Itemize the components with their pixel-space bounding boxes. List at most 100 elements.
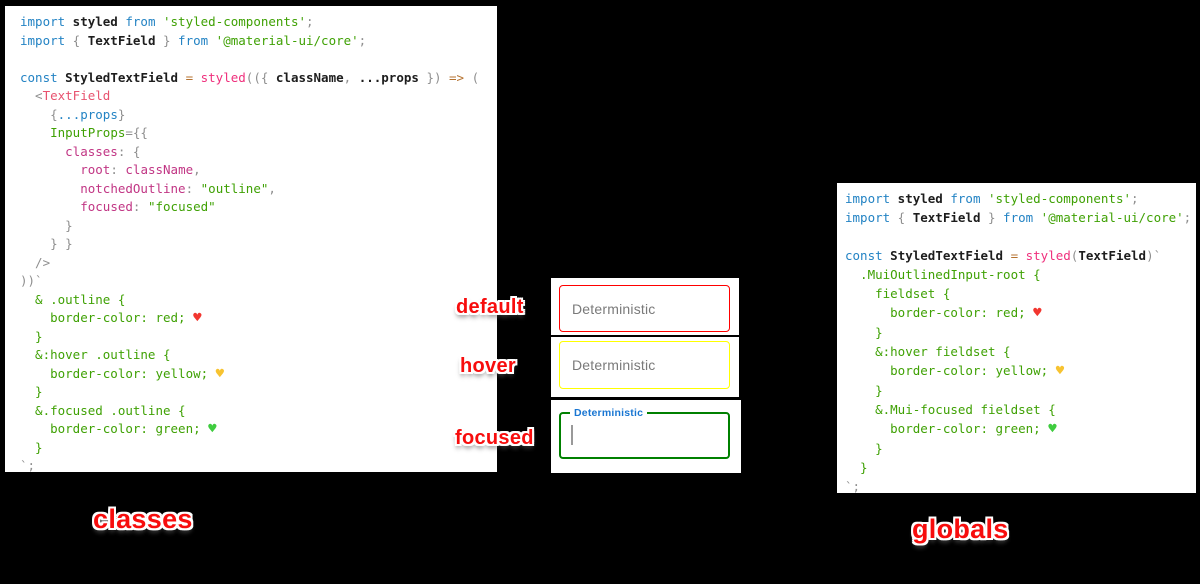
textfield-focused[interactable]: Deterministic	[559, 406, 730, 459]
code-token: `;	[20, 458, 36, 472]
code-token: }	[845, 383, 883, 398]
code-line: root: className,	[20, 161, 497, 180]
code-token: border-color: yellow;	[845, 363, 1056, 378]
code-line: }	[20, 328, 497, 347]
code-token: StyledTextField	[882, 248, 1011, 263]
textfield-card-hover: Deterministic	[551, 337, 739, 397]
code-token	[20, 199, 80, 214]
text-cursor	[571, 425, 573, 445]
code-line: }	[845, 458, 1196, 477]
code-token: root	[80, 162, 111, 177]
code-line: border-color: green; ♥	[845, 419, 1196, 439]
code-token: styled	[890, 191, 951, 206]
code-token: :	[110, 162, 126, 177]
code-token: `;	[845, 479, 861, 493]
code-token: :	[132, 199, 148, 214]
code-token: }	[117, 106, 126, 122]
textfield-focused-label: Deterministic	[570, 406, 648, 420]
code-token: ;	[1131, 191, 1139, 206]
code-line: const StyledTextField = styled(TextField…	[845, 246, 1196, 265]
textfield-hover[interactable]: Deterministic	[559, 341, 730, 389]
code-line: }	[20, 217, 497, 236]
code-token: from	[125, 14, 156, 29]
textfield-default[interactable]: Deterministic	[559, 285, 730, 332]
code-token: InputProps	[50, 125, 126, 140]
annotation-focused: focused	[455, 427, 534, 449]
code-line: notchedOutline: "outline",	[20, 180, 497, 199]
annotation-hover: hover	[460, 355, 516, 377]
code-token: .MuiOutlinedInput-root {	[845, 267, 1041, 282]
code-token: const	[845, 248, 883, 263]
code-line: & .outline {	[20, 291, 497, 310]
code-token: focused	[80, 199, 133, 214]
code-token: ,	[193, 162, 201, 177]
code-token: &.Mui-focused fieldset {	[845, 402, 1056, 417]
code-token: border-color: red;	[845, 305, 1034, 320]
caption-globals: globals	[912, 514, 1009, 544]
code-token: ))`	[20, 273, 43, 288]
code-token: ;	[306, 14, 314, 29]
code-line: }	[845, 323, 1196, 342]
code-token: styled	[65, 14, 126, 29]
code-token	[20, 181, 80, 196]
code-line: classes: {	[20, 143, 497, 162]
code-token: =>	[449, 69, 465, 85]
code-token: TextField	[912, 210, 981, 225]
code-token: : {	[117, 143, 141, 159]
code-line: border-color: yellow; ♥	[845, 361, 1196, 381]
code-token: 'styled-components'	[155, 14, 306, 29]
code-line: } }	[20, 235, 497, 254]
code-token: }	[980, 210, 1004, 225]
code-token: =	[1010, 248, 1019, 263]
code-token: ...props	[57, 106, 118, 122]
code-token: import	[20, 32, 66, 48]
code-token: import	[20, 14, 66, 29]
code-line	[20, 50, 497, 69]
green-heart-icon: ♥	[208, 421, 217, 437]
code-line: <TextField	[20, 87, 497, 106]
code-token: }	[20, 439, 43, 455]
code-token: classes	[65, 143, 118, 159]
code-token: {	[20, 106, 58, 122]
code-line: const StyledTextField = styled(({ classN…	[20, 69, 497, 88]
code-line: import styled from 'styled-components';	[20, 13, 497, 32]
code-token	[20, 125, 50, 140]
code-token: }	[845, 460, 868, 475]
code-token: border-color: green;	[20, 421, 209, 436]
code-line: .MuiOutlinedInput-root {	[845, 265, 1196, 284]
code-token: }	[20, 328, 43, 344]
code-token: &.focused .outline {	[20, 402, 186, 418]
code-line: import styled from 'styled-components';	[845, 189, 1196, 208]
code-line: border-color: red; ♥	[20, 309, 497, 328]
yellow-heart-icon: ♥	[1055, 363, 1065, 379]
code-token: fieldset {	[845, 286, 951, 301]
yellow-heart-icon: ♥	[215, 365, 225, 382]
textfield-card-focused: Deterministic	[551, 400, 741, 473]
code-token: border-color: green;	[845, 421, 1049, 436]
code-token	[20, 144, 65, 159]
classes-code-panel: import styled from 'styled-components';i…	[5, 6, 497, 472]
code-token: from	[178, 32, 209, 48]
code-line: border-color: yellow; ♥	[20, 365, 497, 384]
code-token: border-color: red;	[20, 310, 194, 325]
code-token: StyledTextField	[57, 69, 186, 85]
code-token: }	[845, 325, 883, 340]
textfield-card-default: Deterministic	[551, 278, 739, 335]
code-line: `;	[20, 457, 497, 472]
code-token: (({	[245, 69, 276, 85]
code-line: {...props}	[20, 106, 497, 125]
code-line: }	[845, 381, 1196, 400]
code-token: ...props	[358, 69, 419, 85]
code-token: ={{	[125, 125, 148, 140]
code-line: InputProps={{	[20, 124, 497, 143]
code-token: '@material-ui/core'	[208, 32, 359, 48]
code-token: (	[1070, 248, 1079, 263]
textfield-default-label: Deterministic	[572, 300, 656, 317]
caption-classes: classes	[93, 504, 193, 534]
code-token: import	[845, 210, 891, 225]
code-token: }	[20, 384, 43, 399]
code-line: &.Mui-focused fieldset {	[845, 400, 1196, 419]
annotation-default: default	[456, 296, 524, 318]
code-line: import { TextField } from '@material-ui/…	[20, 32, 497, 51]
code-token: }	[155, 32, 179, 48]
